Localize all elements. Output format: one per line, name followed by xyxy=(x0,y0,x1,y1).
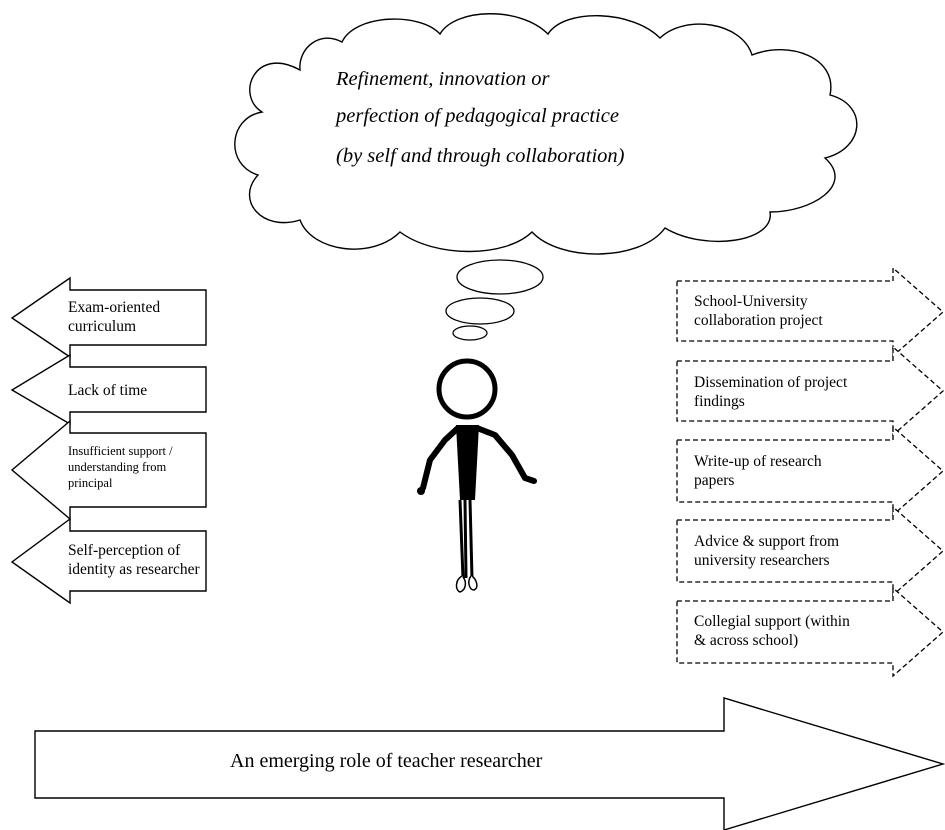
support-arrow-write-up xyxy=(676,425,944,517)
figure-head xyxy=(436,358,498,420)
role-banner-label: An emerging role of teacher researcher xyxy=(230,750,543,772)
support-label-collegial: Collegial support (within & across schoo… xyxy=(694,613,850,649)
support-label-write-up: Write-up of research papers xyxy=(694,453,822,489)
support-arrow-dissemination xyxy=(676,345,944,437)
hindering-label-self-perception: Self-perception of identity as researche… xyxy=(68,542,200,578)
figure-left-arm xyxy=(420,425,461,491)
support-label-dissemination: Dissemination of project findings xyxy=(694,374,848,410)
support-arrow-collegial xyxy=(676,586,944,678)
thought-bubble-large xyxy=(456,259,544,295)
role-banner-arrow xyxy=(34,697,945,830)
cloud-line-1: Refinement, innovation or xyxy=(336,68,550,90)
support-arrow-advice xyxy=(676,505,944,597)
support-label-advice: Advice & support from university researc… xyxy=(694,533,840,569)
hindering-arrow-lack-of-time xyxy=(10,353,207,426)
hindering-label-insufficient-support: Insufficient support / understanding fro… xyxy=(68,444,173,490)
thought-cloud xyxy=(234,13,858,255)
figure-right-foot xyxy=(468,575,478,591)
hindering-label-exam-curriculum: Exam-oriented curriculum xyxy=(68,299,161,335)
figure-left-hand xyxy=(417,487,425,495)
figure-left-foot xyxy=(455,575,467,593)
thought-bubble-small xyxy=(452,325,488,341)
support-arrow-school-university xyxy=(676,266,944,358)
cloud-line-3: (by self and through collaboration) xyxy=(336,145,625,167)
figure-torso xyxy=(456,425,479,500)
hindering-label-lack-of-time: Lack of time xyxy=(68,382,148,399)
figure-right-arm xyxy=(474,425,537,484)
support-label-school-university: School-University collaboration project xyxy=(694,293,823,329)
hindering-arrow-insufficient-support xyxy=(10,419,207,521)
hindering-arrow-exam-curriculum xyxy=(10,276,207,359)
teacher-figure xyxy=(417,358,537,593)
cloud-line-2: perfection of pedagogical practice xyxy=(336,105,619,127)
hindering-arrow-self-perception xyxy=(10,517,207,605)
thought-bubble-medium xyxy=(445,297,515,325)
figure-legs xyxy=(458,499,474,579)
